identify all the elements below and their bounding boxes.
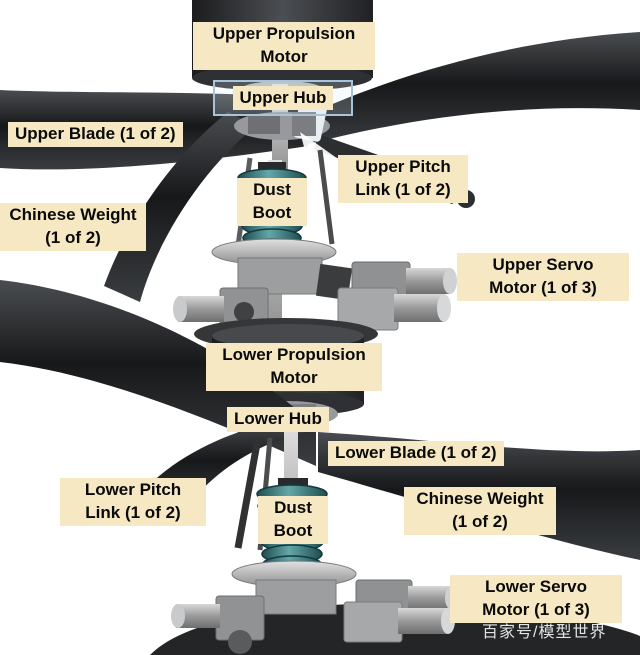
watermark-text: 百家号/模型世界: [482, 624, 607, 641]
label-upper-servo-motor: Upper Servo Motor (1 of 3): [457, 253, 629, 301]
label-dust-boot-lower: Dust Boot: [258, 496, 328, 544]
label-chinese-weight-lower: Chinese Weight (1 of 2): [404, 487, 556, 535]
label-lower-hub: Lower Hub: [227, 407, 329, 432]
label-chinese-weight-upper: Chinese Weight (1 of 2): [0, 203, 146, 251]
label-upper-hub: Upper Hub: [232, 85, 334, 111]
label-lower-pitch-link: Lower Pitch Link (1 of 2): [60, 478, 206, 526]
upper-hub-callout-frame: Upper Hub: [213, 80, 353, 116]
label-lower-blade: Lower Blade (1 of 2): [328, 441, 504, 466]
label-lower-propulsion-motor: Lower Propulsion Motor: [206, 343, 382, 391]
label-dust-boot-upper: Dust Boot: [237, 178, 307, 226]
upper-hub-part: [234, 102, 330, 142]
label-upper-blade: Upper Blade (1 of 2): [8, 122, 183, 147]
label-upper-pitch-link: Upper Pitch Link (1 of 2): [338, 155, 468, 203]
label-upper-propulsion-motor: Upper Propulsion Motor: [193, 22, 375, 70]
label-lower-servo-motor: Lower Servo Motor (1 of 3): [450, 575, 622, 623]
